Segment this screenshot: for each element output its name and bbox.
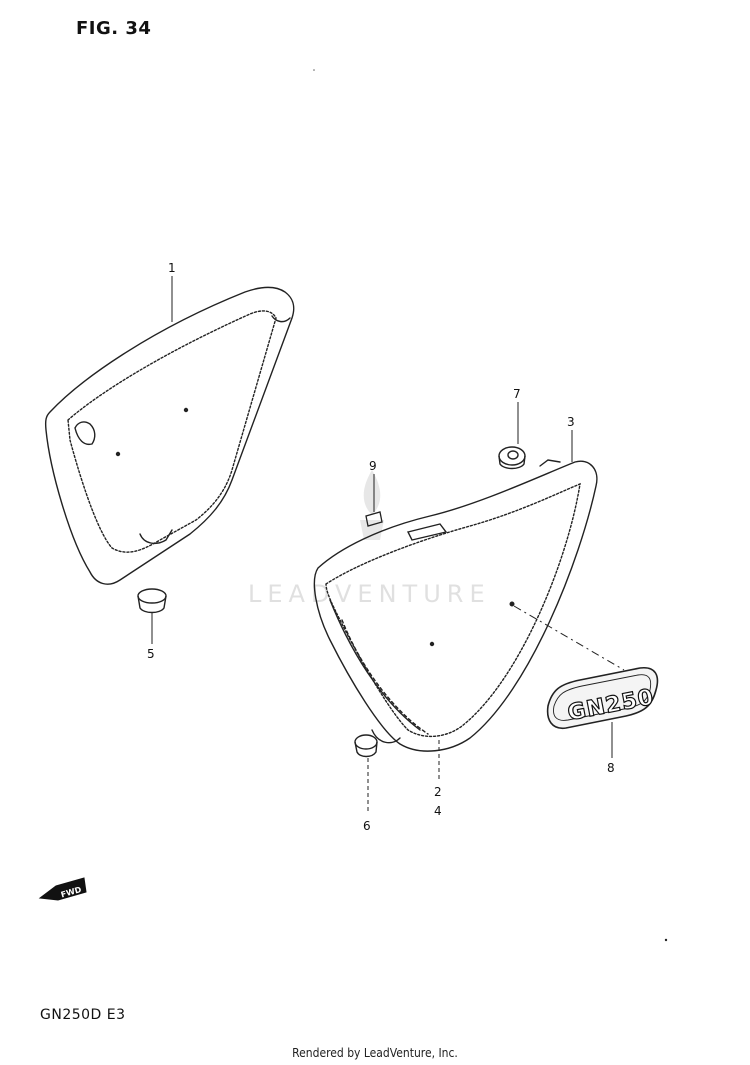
part-2-right-frame-cover [313, 459, 598, 752]
callout-labels: 1 2 3 4 5 6 7 8 9 [147, 261, 615, 833]
watermark: LEADVENTURE [248, 470, 491, 608]
callout-7: 7 [513, 387, 521, 401]
callout-9: 9 [369, 459, 377, 473]
footer-credit: Rendered by LeadVenture, Inc. [292, 1046, 458, 1060]
part-6-grommet [354, 734, 378, 758]
callout-3: 3 [567, 415, 575, 429]
callout-1: 1 [168, 261, 176, 275]
fwd-arrow-icon: FWD [38, 877, 87, 901]
part-1-left-frame-cover [44, 286, 295, 585]
stray-dot [313, 69, 315, 71]
leader-lines [151, 276, 625, 814]
stray-dot [664, 938, 668, 942]
callout-4: 4 [434, 804, 442, 818]
model-code: GN250D E3 [40, 1007, 126, 1023]
callout-8: 8 [607, 761, 615, 775]
part-8-emblem: GN250 [546, 666, 659, 730]
part-5-grommet [137, 588, 167, 614]
callout-2: 2 [434, 785, 442, 799]
callout-5: 5 [147, 647, 155, 661]
figure-title: FIG. 34 [76, 18, 152, 39]
watermark-flame-icon [360, 470, 384, 540]
watermark-text: LEADVENTURE [248, 580, 491, 608]
part-7-grommet [498, 446, 526, 470]
callout-6: 6 [363, 819, 371, 833]
part-9-clip [365, 511, 383, 527]
